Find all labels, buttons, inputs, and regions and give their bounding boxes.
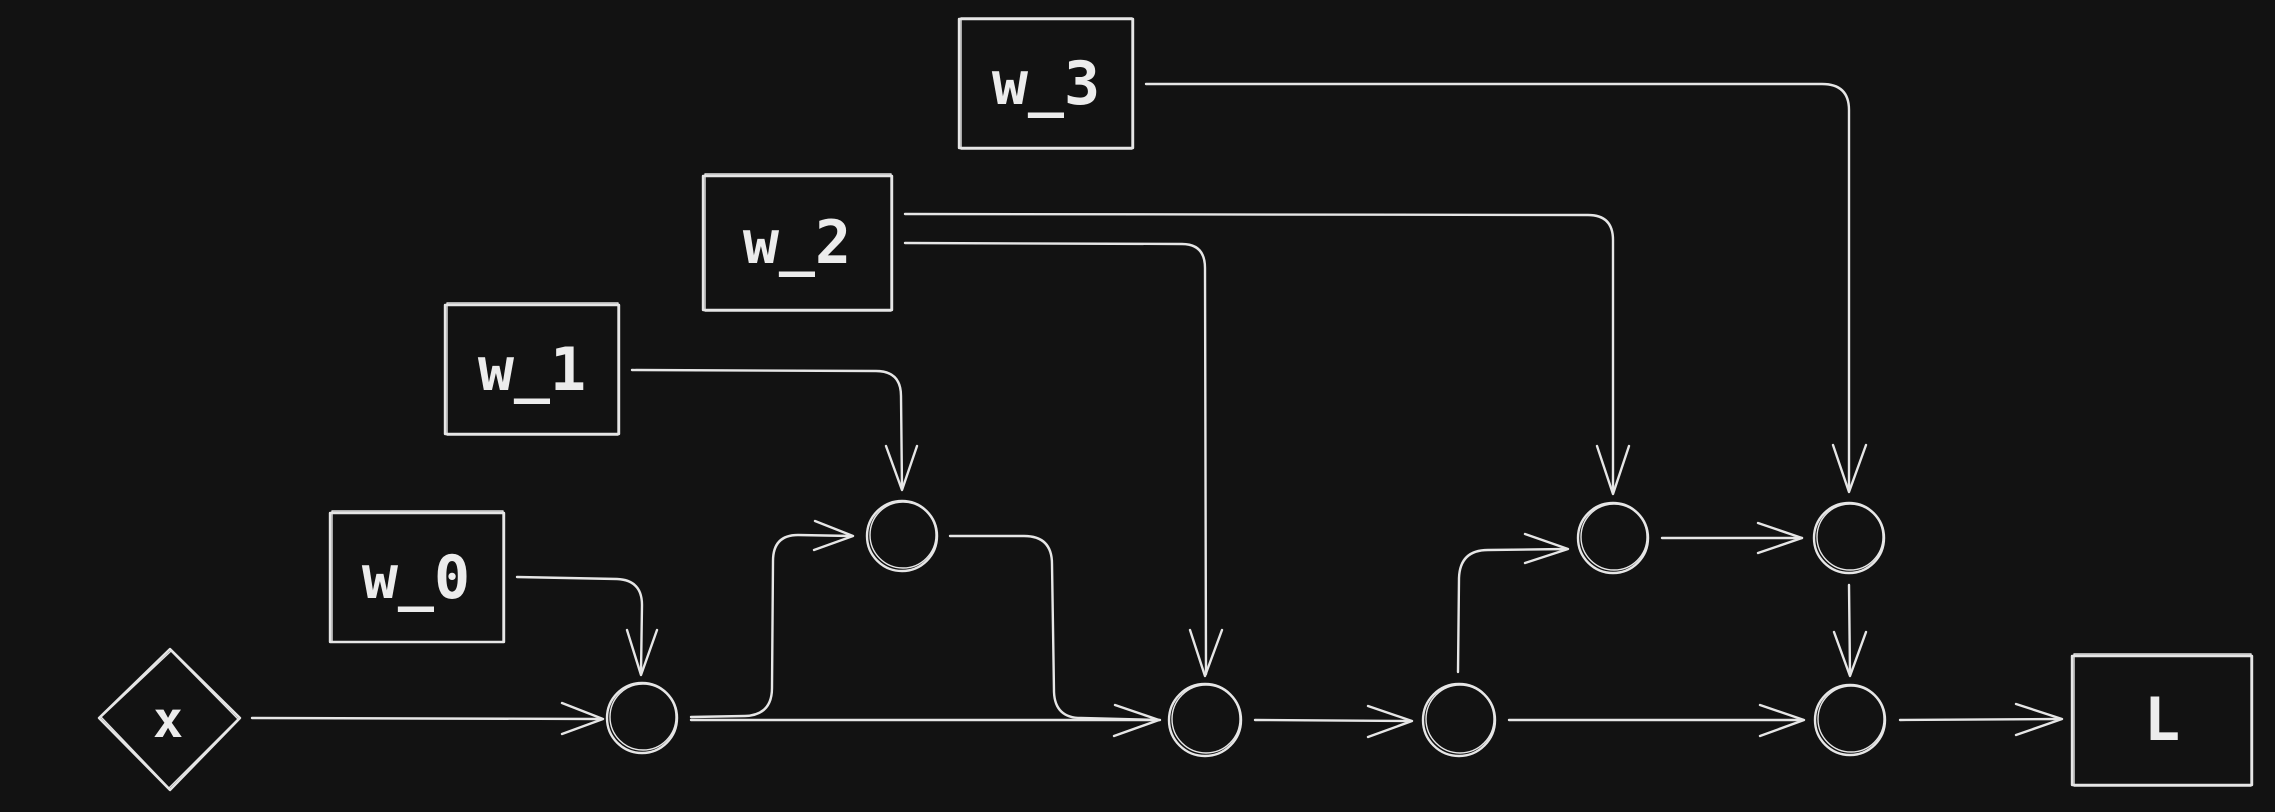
edge-op3-to-op4 bbox=[1253, 704, 1414, 739]
edge-w2-to-op3 bbox=[903, 241, 1224, 678]
input-label: x bbox=[153, 691, 183, 749]
weight-box-w0: w_0 bbox=[328, 510, 506, 644]
op-node-3 bbox=[1167, 682, 1243, 758]
op-node-1 bbox=[605, 681, 679, 755]
edge-w1-to-op2 bbox=[630, 368, 919, 492]
op-node-4 bbox=[1421, 682, 1497, 758]
edge-op4-to-op7 bbox=[1507, 703, 1806, 738]
weight-label-w0: w_0 bbox=[362, 543, 470, 613]
edge-x-to-op1 bbox=[250, 701, 605, 736]
edge-op4-to-op5 bbox=[1456, 532, 1570, 674]
edge-op7-to-output bbox=[1898, 702, 2064, 737]
edge-op2-to-op3 bbox=[948, 534, 1162, 722]
op-node-6 bbox=[1812, 501, 1886, 575]
edge-op6-to-op7 bbox=[1832, 583, 1868, 678]
edge-op5-to-op6 bbox=[1660, 521, 1804, 555]
weight-box-w2-frame bbox=[701, 174, 894, 312]
output-label: L bbox=[2144, 685, 2180, 755]
weight-box-w3-frame bbox=[957, 17, 1135, 150]
op-node-2 bbox=[865, 499, 939, 573]
weight-label-w3: w_3 bbox=[992, 49, 1100, 119]
edge-op1-to-op2 bbox=[689, 519, 855, 719]
weight-box-w1: w_1 bbox=[443, 302, 621, 436]
edge-w2-to-op5 bbox=[903, 212, 1631, 496]
edge-op1-to-op3 bbox=[689, 703, 1161, 738]
op-node-7 bbox=[1813, 683, 1887, 757]
weight-box-w1-frame bbox=[443, 303, 621, 436]
input-diamond-shape bbox=[97, 647, 242, 792]
edge-w3-to-op6 bbox=[1144, 82, 1868, 494]
weight-label-w2: w_2 bbox=[743, 208, 851, 278]
input-node-x: x bbox=[97, 647, 242, 792]
edge-w0-to-op1 bbox=[515, 575, 659, 677]
weight-label-w1: w_1 bbox=[478, 335, 586, 405]
weight-box-w3: w_3 bbox=[957, 17, 1135, 150]
output-box-frame bbox=[2070, 654, 2254, 787]
weight-box-w2: w_2 bbox=[701, 173, 894, 312]
output-node-L: L bbox=[2070, 653, 2254, 787]
op-node-5 bbox=[1576, 501, 1650, 575]
